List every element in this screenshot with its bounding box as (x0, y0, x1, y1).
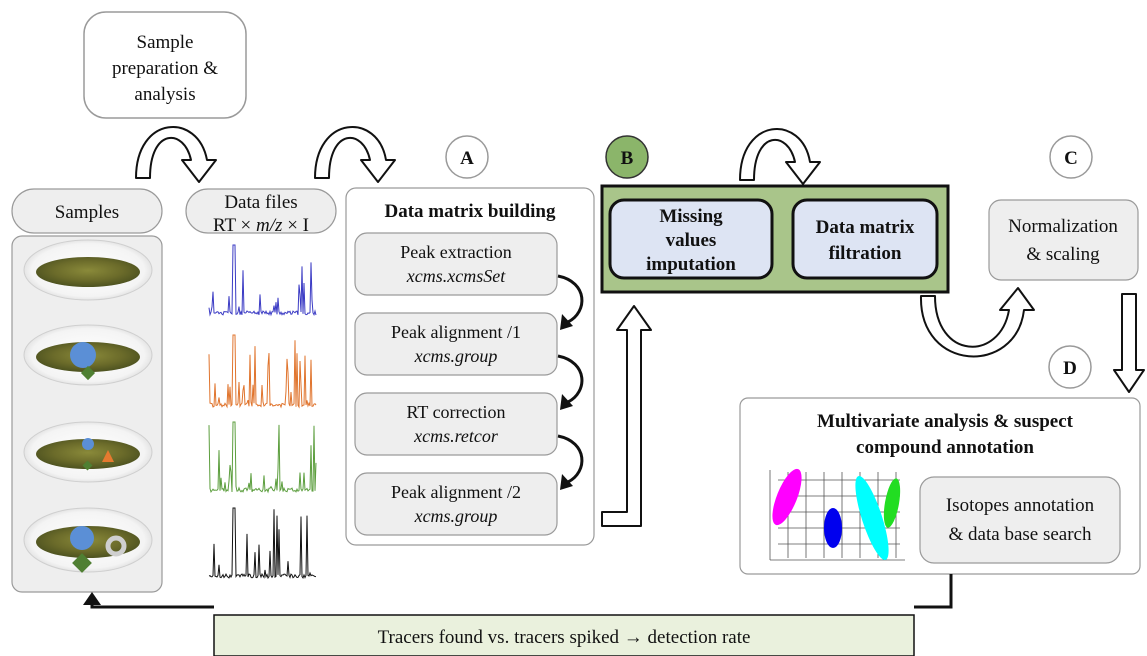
sample-preparation-line2: preparation & (112, 58, 218, 79)
svg-text:values: values (666, 230, 717, 251)
svg-text:C: C (1064, 148, 1078, 169)
sample-plate-2 (23, 324, 153, 386)
label-circle-a: A (445, 135, 489, 179)
cluster-blue (824, 508, 842, 548)
svg-text:imputation: imputation (646, 254, 736, 275)
samples-label: Samples (55, 202, 119, 223)
data-files-line2: RT × m/z × I (213, 215, 309, 236)
arrow-normalization-to-multivariate (1113, 293, 1145, 393)
feedback-arrowhead (83, 592, 101, 605)
svg-text:Peak alignment /1: Peak alignment /1 (391, 322, 521, 342)
data-files-line1: Data files (224, 192, 297, 213)
svg-text:B: B (621, 148, 634, 169)
svg-text:Peak alignment /2: Peak alignment /2 (391, 482, 521, 502)
label-circle-b: B (605, 135, 649, 179)
svg-text:xcms.retcor: xcms.retcor (413, 426, 499, 446)
svg-text:compound annotation: compound annotation (856, 437, 1034, 458)
sample-plate-1 (23, 239, 153, 301)
cluster-cyan (855, 476, 889, 560)
svg-text:& scaling: & scaling (1026, 244, 1100, 265)
svg-text:D: D (1063, 358, 1077, 379)
svg-text:Isotopes annotation: Isotopes annotation (946, 495, 1095, 516)
sample-plate-4 (23, 507, 153, 573)
svg-text:xcms.group: xcms.group (414, 346, 498, 366)
samples-header: Samples (11, 188, 163, 234)
svg-text:Multivariate analysis & suspec: Multivariate analysis & suspect (817, 411, 1074, 432)
svg-text:Data matrix: Data matrix (816, 217, 915, 238)
label-circle-d: D (1048, 345, 1092, 389)
step-peak-alignment-2: Peak alignment /2 xcms.group (354, 472, 558, 536)
normalization-box: Normalization & scaling (988, 199, 1139, 281)
step-peak-alignment-1: Peak alignment /1 xcms.group (354, 312, 558, 376)
footer-text: Tracers found vs. tracers spiked → detec… (378, 627, 751, 648)
tracer-blue-circle (82, 438, 94, 450)
data-matrix-filtration-box: Data matrix filtration (791, 198, 939, 280)
svg-text:& data base search: & data base search (949, 524, 1092, 545)
missing-values-imputation-box: Missing values imputation (608, 198, 774, 280)
curved-arrow-imputation-loop (739, 128, 821, 185)
tracer-orange-triangle (102, 450, 114, 462)
feedback-arrow (90, 574, 953, 609)
step-peak-extraction: Peak extraction xcms.xcmsSet (354, 232, 558, 296)
svg-text:xcms.group: xcms.group (414, 506, 498, 526)
spectrum-sample-4 (208, 507, 317, 580)
spectrum-sample-1 (208, 244, 317, 317)
isotopes-annotation-box: Isotopes annotation & data base search (919, 476, 1121, 564)
spectrum-sample-2 (208, 334, 317, 409)
svg-text:Peak extraction: Peak extraction (400, 242, 511, 262)
curved-arrow-samples-to-files (135, 126, 217, 183)
arrow-filtration-to-normalization (919, 287, 1035, 358)
svg-text:xcms.xcmsSet: xcms.xcmsSet (406, 266, 506, 286)
svg-text:Normalization: Normalization (1008, 216, 1118, 237)
data-matrix-building-title: Data matrix building (384, 201, 556, 222)
footer-detection-rate: Tracers found vs. tracers spiked → detec… (213, 614, 915, 656)
cluster-green (883, 478, 901, 528)
sample-preparation-line1: Sample (137, 32, 194, 53)
curved-arrow-files-to-matrix (314, 126, 396, 183)
step-rt-correction: RT correction xcms.retcor (354, 392, 558, 456)
cluster-magenta (772, 468, 802, 526)
tracer-green-diamond (80, 365, 96, 381)
step-arrows (557, 274, 584, 484)
multivariate-plot (769, 468, 905, 561)
sample-preparation-box: Sample preparation & analysis (83, 11, 247, 119)
data-files-header: Data files RT × m/z × I (185, 188, 337, 236)
step-arrowheads (560, 314, 573, 490)
svg-text:filtration: filtration (829, 243, 902, 264)
sample-preparation-line3: analysis (134, 84, 195, 105)
svg-text:RT correction: RT correction (406, 402, 505, 422)
sample-plate-3 (23, 421, 153, 483)
spectrum-sample-3 (208, 421, 317, 494)
label-circle-c: C (1049, 135, 1093, 179)
svg-text:Missing: Missing (659, 206, 723, 227)
svg-text:A: A (460, 148, 474, 169)
samples-panel (11, 235, 163, 593)
arrow-matrix-to-imputation (601, 305, 652, 527)
tracer-white-ring (105, 535, 127, 557)
tracer-blue-circle (70, 342, 96, 368)
tracer-blue-circle (70, 526, 94, 550)
